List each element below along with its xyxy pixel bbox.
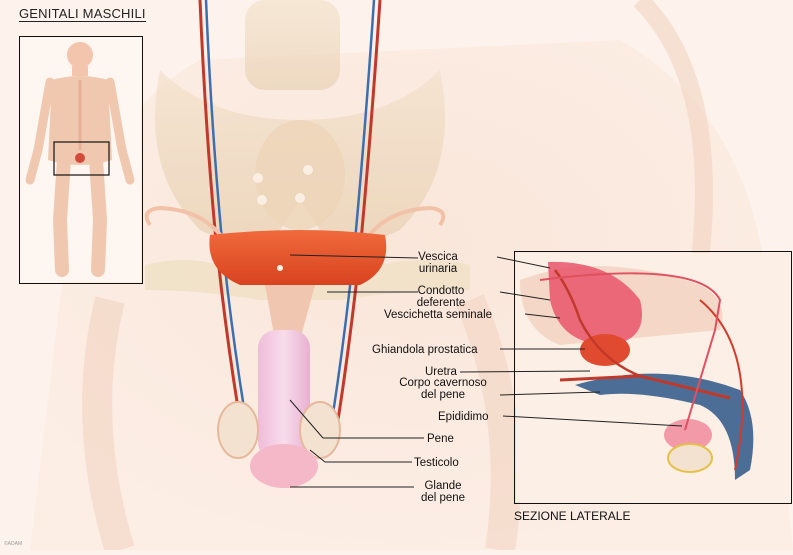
urethral-opening: [277, 265, 283, 271]
label-ghiandola: Ghiandola prostatica: [372, 344, 477, 356]
copyright: ©ADAM: [4, 541, 22, 547]
glans: [250, 444, 318, 488]
label-condotto-line1: Condotto: [406, 285, 476, 297]
side-section-frame: [514, 251, 792, 504]
bladder: [209, 230, 386, 285]
label-corpo-line2: del pene: [387, 389, 499, 401]
label-corpo: Corpo cavernoso del pene: [387, 377, 499, 401]
label-glande-line1: Glande: [412, 480, 474, 492]
label-glande-line2: del pene: [412, 492, 474, 504]
left-testis: [218, 402, 258, 458]
label-testicolo: Testicolo: [414, 457, 459, 469]
page-title: GENITALI MASCHILI: [19, 6, 146, 22]
label-vescichetta: Vescichetta seminale: [384, 309, 492, 321]
inset-frame: [19, 36, 143, 284]
label-epididimo: Epididimo: [438, 411, 489, 423]
label-pene: Pene: [427, 433, 454, 445]
label-corpo-line1: Corpo cavernoso: [387, 377, 499, 389]
label-condotto-line2: deferente: [406, 297, 476, 309]
label-condotto: Condotto deferente: [406, 285, 476, 309]
label-vescica-line2: urinaria: [416, 263, 460, 275]
label-vescica: Vescica urinaria: [416, 251, 460, 275]
label-vescica-line1: Vescica: [416, 251, 460, 263]
label-glande: Glande del pene: [412, 480, 474, 504]
side-section-title: SEZIONE LATERALE: [514, 509, 630, 523]
